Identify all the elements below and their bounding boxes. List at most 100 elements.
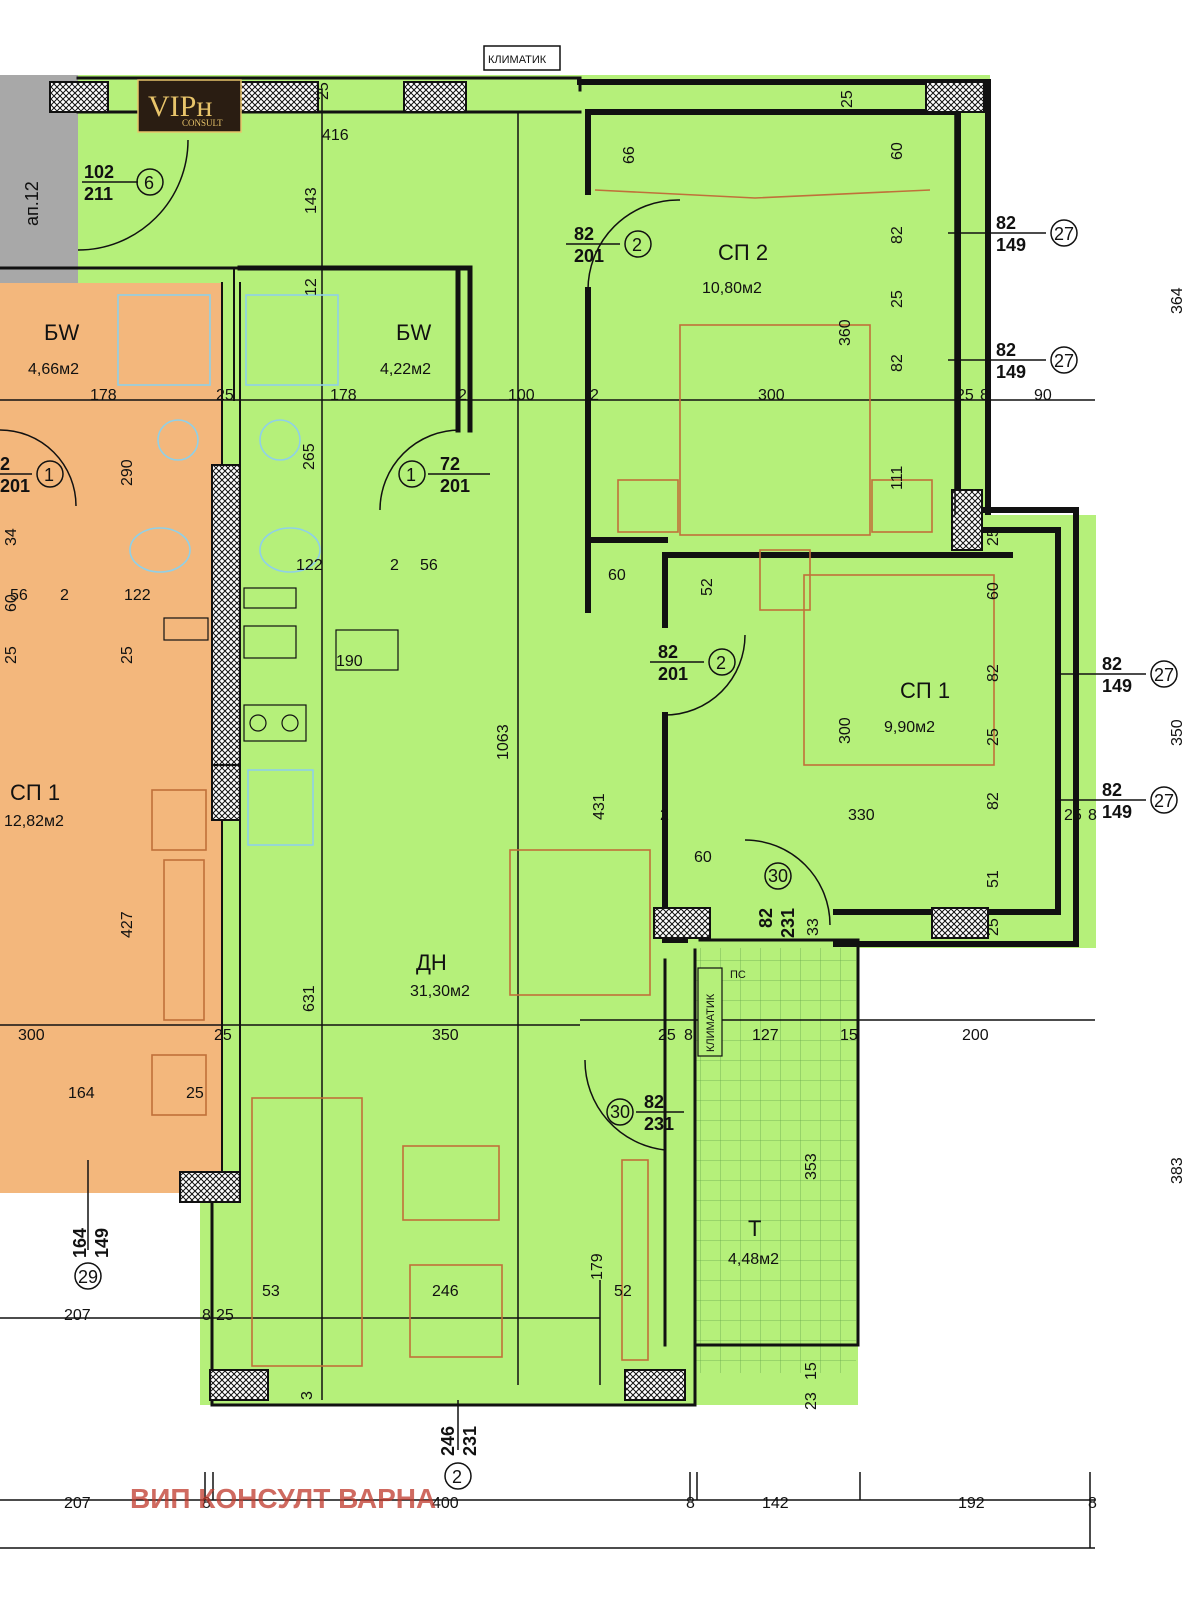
door-tag-30-b: 30 82 231 <box>606 1092 684 1134</box>
svg-text:VIPн: VIPн <box>148 90 212 123</box>
room-sp2-name: СП 2 <box>718 240 768 265</box>
svg-text:25: 25 <box>956 387 974 404</box>
svg-text:201: 201 <box>574 246 604 266</box>
svg-text:1: 1 <box>406 465 416 485</box>
svg-text:82: 82 <box>644 1092 664 1112</box>
svg-text:56: 56 <box>420 557 438 574</box>
svg-text:25: 25 <box>119 646 136 664</box>
svg-text:265: 265 <box>301 443 318 470</box>
svg-text:27: 27 <box>1054 224 1074 244</box>
svg-text:231: 231 <box>644 1114 674 1134</box>
svg-text:290: 290 <box>119 459 136 486</box>
svg-text:300: 300 <box>837 717 854 744</box>
svg-text:431: 431 <box>591 793 608 820</box>
svg-text:25: 25 <box>1064 807 1082 824</box>
room-sp1-area: 9,90м2 <box>884 719 935 736</box>
svg-text:51: 51 <box>985 870 1002 888</box>
room-dn-name: ДН <box>416 950 447 975</box>
window-tag-27-c: 82 149 27 <box>1056 654 1178 696</box>
svg-text:25: 25 <box>3 646 20 664</box>
svg-text:231: 231 <box>778 908 798 938</box>
svg-text:25: 25 <box>985 918 1002 936</box>
svg-text:25: 25 <box>216 387 234 404</box>
svg-text:25: 25 <box>839 90 856 108</box>
svg-text:201: 201 <box>440 476 470 496</box>
svg-text:143: 143 <box>303 187 320 214</box>
svg-text:60: 60 <box>3 594 20 612</box>
svg-text:383: 383 <box>1169 1157 1186 1184</box>
svg-text:12: 12 <box>303 278 320 296</box>
room-sp1-left-area: 12,82м2 <box>4 813 64 830</box>
klimatik-side-tag: КЛИМАТИК <box>697 967 723 1057</box>
svg-text:102: 102 <box>84 162 114 182</box>
svg-text:82: 82 <box>756 908 776 928</box>
svg-text:8: 8 <box>1088 807 1097 824</box>
svg-text:360: 360 <box>837 319 854 346</box>
svg-text:231: 231 <box>460 1426 480 1456</box>
window-tag-2-bottom: 246 231 2 <box>438 1400 480 1490</box>
svg-text:149: 149 <box>1102 802 1132 822</box>
svg-text:6: 6 <box>144 173 154 193</box>
svg-text:29: 29 <box>78 1267 98 1287</box>
svg-text:164: 164 <box>68 1085 95 1102</box>
svg-text:90: 90 <box>1034 387 1052 404</box>
svg-text:82: 82 <box>1102 654 1122 674</box>
svg-text:427: 427 <box>119 911 136 938</box>
svg-text:207: 207 <box>64 1495 91 1512</box>
door-tag-1-left: 2 201 1 <box>0 454 64 496</box>
svg-text:122: 122 <box>296 557 323 574</box>
svg-text:2: 2 <box>452 1467 462 1487</box>
interior-lines <box>0 90 1095 1549</box>
svg-text:2: 2 <box>590 387 599 404</box>
svg-text:25: 25 <box>214 1027 232 1044</box>
watermark-text: ВИП КОНСУЛТ ВАРНА <box>130 1483 436 1514</box>
svg-text:25: 25 <box>186 1085 204 1102</box>
svg-text:631: 631 <box>301 985 318 1012</box>
svg-text:2: 2 <box>0 454 10 474</box>
svg-text:53: 53 <box>262 1283 280 1300</box>
room-bw-left-name: БW <box>44 320 79 345</box>
svg-text:2: 2 <box>660 807 669 824</box>
svg-text:15: 15 <box>840 1027 858 1044</box>
svg-text:246: 246 <box>432 1283 459 1300</box>
svg-text:122: 122 <box>124 587 151 604</box>
room-bw-right-name: БW <box>396 320 431 345</box>
svg-text:56: 56 <box>10 587 28 604</box>
svg-text:8: 8 <box>202 1307 211 1324</box>
door-tag-30-a: 30 82 231 <box>756 862 798 938</box>
svg-text:82: 82 <box>574 224 594 244</box>
svg-text:330: 330 <box>848 807 875 824</box>
room-dn-area: 31,30м2 <box>410 983 470 1000</box>
svg-text:201: 201 <box>0 476 30 496</box>
svg-text:25: 25 <box>658 1027 676 1044</box>
svg-text:25: 25 <box>216 1307 234 1324</box>
svg-text:60: 60 <box>694 849 712 866</box>
svg-text:8: 8 <box>684 1027 693 1044</box>
svg-text:25: 25 <box>985 728 1002 746</box>
svg-text:364: 364 <box>1169 287 1186 314</box>
svg-text:60: 60 <box>985 582 1002 600</box>
svg-text:111: 111 <box>889 466 906 490</box>
svg-text:30: 30 <box>768 866 788 886</box>
room-t-name: Т <box>748 1216 761 1241</box>
door-tag-2-sp1: 82 201 2 <box>650 642 736 684</box>
svg-text:25: 25 <box>315 82 332 100</box>
door-tag-1-bw: 1 72 201 <box>398 454 490 496</box>
svg-text:416: 416 <box>322 127 349 144</box>
svg-text:142: 142 <box>762 1495 789 1512</box>
svg-text:149: 149 <box>1102 676 1132 696</box>
svg-text:27: 27 <box>1154 665 1174 685</box>
svg-text:66: 66 <box>621 146 638 164</box>
room-bw-right-area: 4,22м2 <box>380 361 431 378</box>
svg-text:82: 82 <box>985 664 1002 682</box>
svg-text:82: 82 <box>1102 780 1122 800</box>
svg-text:350: 350 <box>432 1027 459 1044</box>
svg-text:72: 72 <box>440 454 460 474</box>
svg-text:52: 52 <box>614 1283 632 1300</box>
room-sp2-area: 10,80м2 <box>702 280 762 297</box>
svg-text:60: 60 <box>608 567 626 584</box>
window-tag-29-left: 164 149 29 <box>70 1160 112 1290</box>
door-tag-6: 102 211 6 <box>82 162 164 204</box>
svg-text:300: 300 <box>758 387 785 404</box>
